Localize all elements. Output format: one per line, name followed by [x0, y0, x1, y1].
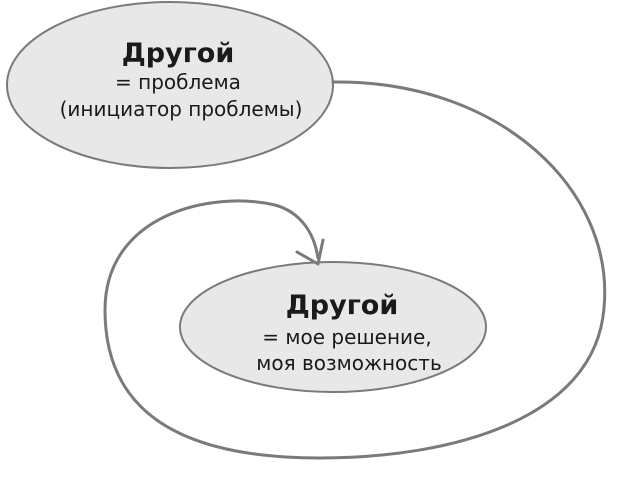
node-problem-title: Другой [122, 38, 235, 69]
node-solution-ellipse [179, 261, 487, 393]
node-problem-ellipse [6, 1, 334, 169]
node-solution-line2: моя возможность [256, 351, 441, 375]
arrowhead-icon [295, 238, 325, 266]
node-problem-line1: = проблема [115, 70, 241, 94]
loop-connector [103, 80, 607, 460]
node-problem-line2: (инициатор проблемы) [60, 97, 303, 121]
node-problem: Другой = проблема (инициатор проблемы) [6, 1, 334, 169]
node-solution: Другой = мое решение, моя возможность [179, 261, 487, 393]
node-solution-line1: = мое решение, [262, 325, 431, 349]
node-solution-title: Другой [286, 290, 399, 321]
